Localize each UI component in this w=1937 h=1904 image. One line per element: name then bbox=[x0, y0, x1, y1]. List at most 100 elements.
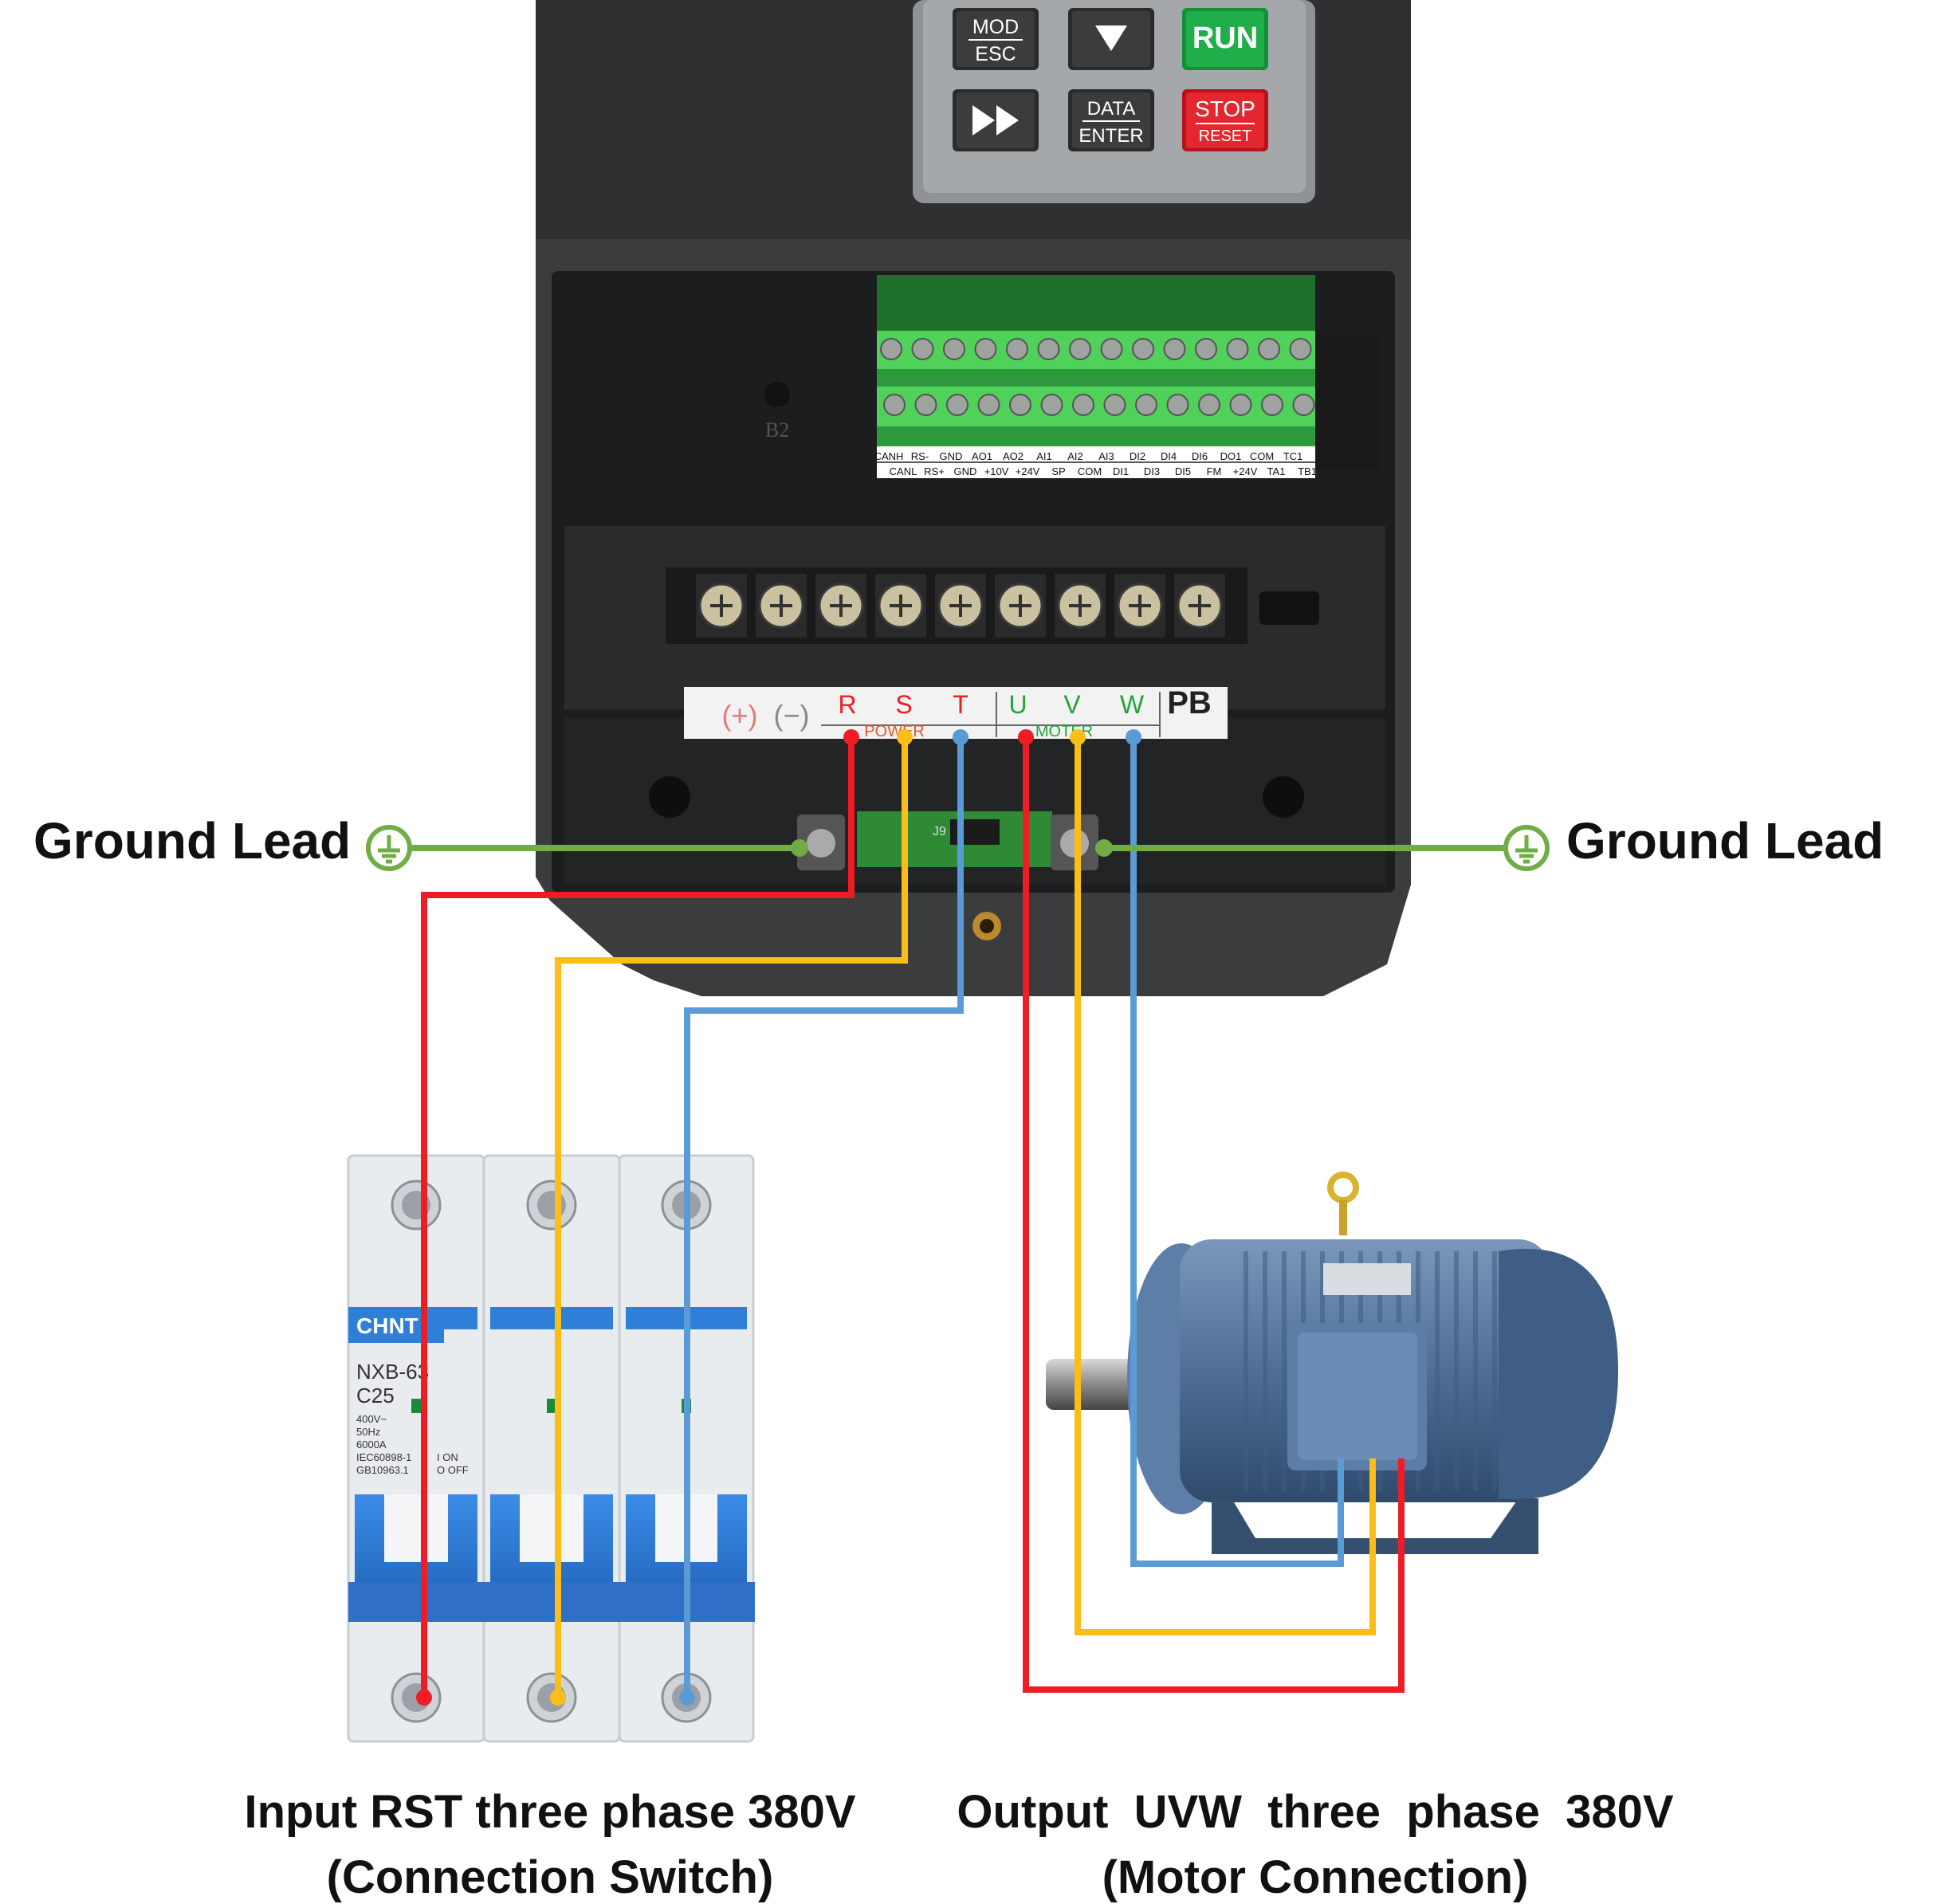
wire-terminal-dot bbox=[843, 729, 859, 745]
terminal-screw bbox=[977, 394, 1000, 416]
terminal-screw bbox=[1166, 394, 1189, 416]
control-terminal-label: DI6 bbox=[1192, 450, 1208, 462]
terminal-screw bbox=[1006, 338, 1028, 360]
board-label: J9 bbox=[933, 825, 946, 838]
cooling-fin bbox=[1435, 1251, 1440, 1490]
terminal-screw bbox=[1135, 394, 1157, 416]
terminal-screw bbox=[1040, 394, 1063, 416]
motor-lifting-eye bbox=[1327, 1172, 1359, 1203]
terminal-screw bbox=[1289, 338, 1312, 360]
power-group-label: POWER bbox=[864, 723, 925, 740]
breaker-off-label: O OFF bbox=[437, 1464, 469, 1476]
control-terminal-label: DO1 bbox=[1220, 450, 1242, 462]
breaker-model: NXB-63 bbox=[356, 1360, 429, 1384]
wiring bbox=[416, 729, 1405, 1706]
cooling-fin bbox=[1244, 1251, 1248, 1490]
control-terminal-label: +10V bbox=[984, 465, 1009, 477]
wire bbox=[421, 737, 855, 1698]
breaker-spec-2: 50Hz bbox=[356, 1426, 380, 1438]
ground-dot bbox=[791, 839, 808, 857]
wire bbox=[1130, 737, 1344, 1567]
power-terminal-screws bbox=[696, 574, 1225, 638]
electric-motor bbox=[1046, 1172, 1618, 1554]
stop-reset-button[interactable]: STOP RESET bbox=[1182, 89, 1268, 151]
terminal-screw bbox=[1103, 394, 1126, 416]
control-terminal-label: DI3 bbox=[1144, 465, 1160, 477]
control-terminal-label: RS+ bbox=[924, 465, 945, 477]
wire-terminal-dot bbox=[1070, 729, 1086, 745]
down-button[interactable] bbox=[1068, 8, 1154, 70]
wire-terminal-dot bbox=[1018, 729, 1034, 745]
reset-label: RESET bbox=[1199, 128, 1252, 145]
control-screws-bottom bbox=[883, 394, 1315, 416]
control-terminal-label: TB1 bbox=[1298, 465, 1317, 477]
wire bbox=[1023, 737, 1405, 1693]
run-label: RUN bbox=[1192, 22, 1258, 55]
terminal-screw bbox=[1163, 338, 1186, 360]
power-terminal-label: U bbox=[1008, 690, 1027, 719]
breaker-pole bbox=[482, 1154, 621, 1743]
circuit-breaker: CHNT NXB-63 C25 400V~ 50Hz 6000A IEC6089… bbox=[347, 1154, 755, 1743]
breaker-spec-3: 6000A bbox=[356, 1439, 387, 1451]
motor-nameplate bbox=[1323, 1263, 1411, 1295]
breaker-spec-5: GB10963.1 bbox=[356, 1464, 409, 1476]
control-terminal-label: GND bbox=[954, 465, 977, 477]
control-terminal-label: DI1 bbox=[1113, 465, 1129, 477]
cooling-fin bbox=[1473, 1251, 1478, 1490]
mount-label: B2 bbox=[765, 418, 789, 442]
control-terminal-label: GND bbox=[940, 450, 963, 462]
terminal-screw bbox=[1198, 394, 1220, 416]
esc-label: ESC bbox=[975, 43, 1016, 65]
control-label-strip bbox=[877, 446, 1315, 478]
cooling-fin bbox=[1454, 1251, 1459, 1490]
mod-label: MOD bbox=[972, 16, 1019, 38]
output-caption-line2: (Motor Connection) bbox=[1102, 1851, 1529, 1903]
stop-label: STOP bbox=[1195, 96, 1255, 121]
power-terminal-label: T bbox=[953, 690, 968, 719]
breaker-indicator bbox=[411, 1399, 421, 1413]
control-terminal-label: FM bbox=[1207, 465, 1222, 477]
ground-leads bbox=[366, 825, 1550, 871]
breaker-screw-head bbox=[537, 1191, 566, 1219]
control-terminal-label: COM bbox=[1078, 465, 1102, 477]
ground-dot bbox=[1095, 839, 1113, 857]
terminal-screw bbox=[1132, 338, 1154, 360]
input-caption-line2: (Connection Switch) bbox=[326, 1851, 774, 1903]
data-enter-button[interactable]: DATA ENTER bbox=[1068, 89, 1154, 151]
motor-feet bbox=[1212, 1498, 1538, 1554]
forward-shift-button[interactable] bbox=[953, 89, 1039, 151]
wire-terminal-dot bbox=[416, 1690, 432, 1706]
control-terminal-label: CANH bbox=[874, 450, 904, 462]
power-terminal-label: (−) bbox=[774, 699, 810, 732]
double-arrow-icon bbox=[972, 105, 1019, 135]
wire bbox=[684, 737, 964, 1698]
terminal-screw bbox=[1072, 394, 1094, 416]
terminal-screw bbox=[1100, 338, 1123, 360]
terminal-screw bbox=[943, 338, 965, 360]
control-terminal-label: AO1 bbox=[972, 450, 992, 462]
breaker-indicator bbox=[547, 1399, 556, 1413]
mod-esc-button[interactable]: MOD ESC bbox=[953, 8, 1039, 70]
control-terminal-label: DI2 bbox=[1130, 450, 1145, 462]
breaker-toggle-window bbox=[520, 1494, 583, 1562]
power-terminal-label: R bbox=[838, 690, 856, 719]
terminal-screw bbox=[880, 338, 902, 360]
control-terminal-label: AI1 bbox=[1036, 450, 1052, 462]
control-terminal-label: TC1 bbox=[1283, 450, 1303, 462]
control-screws-top bbox=[880, 338, 1312, 360]
control-terminal-label: AI3 bbox=[1098, 450, 1114, 462]
run-button[interactable]: RUN bbox=[1182, 8, 1268, 70]
wire-terminal-dot bbox=[953, 729, 968, 745]
terminal-screw bbox=[1009, 394, 1031, 416]
wire-terminal-dot bbox=[897, 729, 913, 745]
control-terminal-label: +24V bbox=[1233, 465, 1258, 477]
terminal-screw bbox=[1261, 394, 1283, 416]
breaker-brand-badge bbox=[348, 1307, 444, 1343]
breaker-toggle-window bbox=[384, 1494, 448, 1562]
cooling-fin bbox=[1492, 1251, 1497, 1490]
power-terminal-label: PB bbox=[1167, 685, 1212, 720]
breaker-spec-4: IEC60898-1 bbox=[356, 1451, 411, 1463]
cooling-fin bbox=[1263, 1251, 1267, 1490]
control-terminal-label: TA1 bbox=[1267, 465, 1286, 477]
